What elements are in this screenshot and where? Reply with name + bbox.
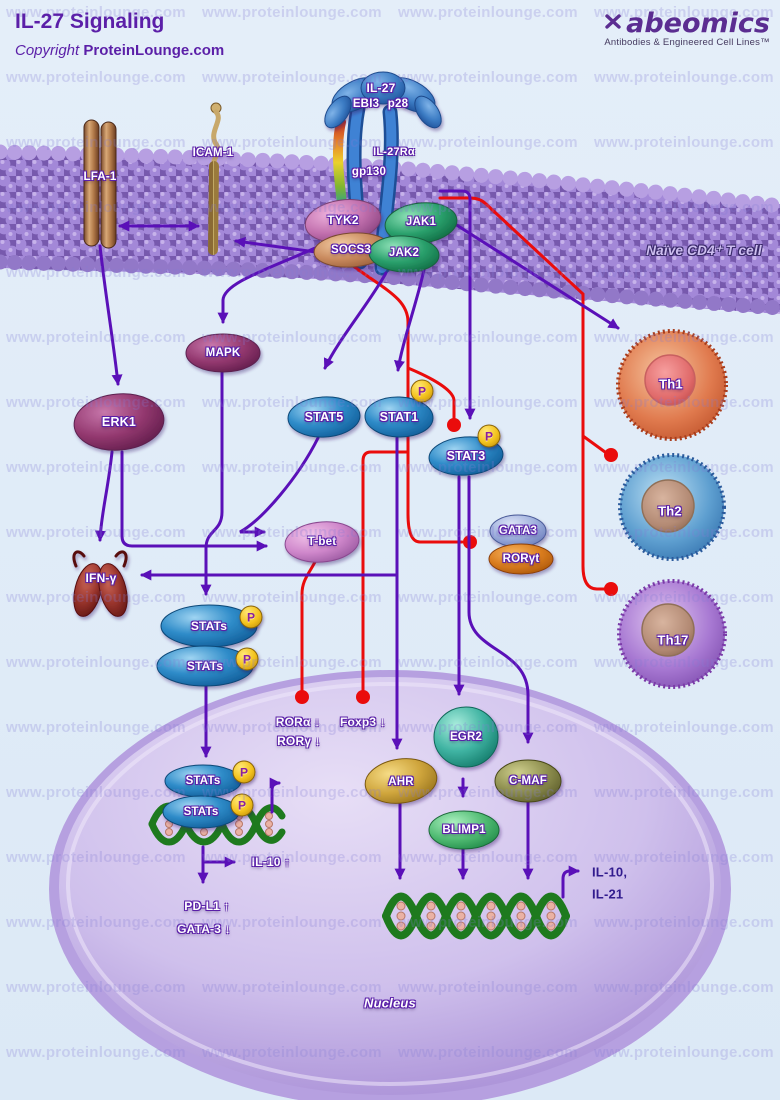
phospho-badge-stats2: P [235, 647, 259, 671]
inhibit-socs3-gata3 [350, 263, 464, 544]
arrow-dna-il10-il21 [561, 865, 580, 899]
copyright-site: ProteinLounge.com [83, 42, 225, 59]
arrow-lfa1-erk1 [98, 244, 123, 386]
th2-cell [618, 453, 726, 561]
il10-up-label: IL-10 ↑ [251, 855, 291, 869]
inhibit-th17 [438, 196, 607, 591]
th1-cell [616, 329, 728, 441]
lfa1-shape [83, 119, 117, 249]
th17-label: Th17 [657, 632, 689, 648]
il27ra-label: IL-27Rα [373, 146, 415, 158]
erk1-blob [73, 393, 165, 451]
rorgt-blob [488, 543, 554, 575]
arrow-receptor-stat3 [438, 189, 476, 420]
inhibit-rora [300, 558, 318, 692]
gata3-label: GATA3 [498, 525, 538, 537]
gata3-down-label: GATA-3 ↓ [177, 922, 231, 936]
ifng-label: IFN-γ [85, 571, 117, 585]
rorg-down-label: RORγ ↓ [277, 734, 321, 748]
copyright-line: Copyright ProteinLounge.com [15, 42, 224, 59]
th17-cell [617, 579, 727, 689]
arrow-stat3-cmaf [467, 475, 534, 744]
il27-label: IL-27 [366, 81, 396, 95]
stats-label-2: STATs [186, 659, 224, 673]
abeomics-wordmark: abeomics [626, 8, 770, 39]
tbet-blob [284, 521, 360, 563]
phospho-badge-nuc1: P [232, 760, 256, 784]
phospho-badge-stat3: P [477, 424, 501, 448]
ebi3-label: EBI3 [352, 98, 380, 110]
page-title: IL-27 Signaling [15, 10, 165, 33]
icam1-label: ICAM-1 [192, 147, 234, 159]
phospho-badge-stats1: P [239, 605, 263, 629]
p28-label: p28 [387, 98, 409, 110]
cmaf-blob [494, 759, 562, 803]
inhibit-foxp3 [361, 450, 410, 692]
dna-right [382, 892, 570, 940]
tbet-label: T-bet [307, 536, 337, 548]
activation-arrows [94, 189, 620, 899]
arrow-tyk2-mapk [217, 242, 326, 324]
mapk-blob [185, 333, 261, 373]
icam1-shape [208, 102, 222, 255]
arrow-erk1-tbet [120, 450, 268, 552]
blimp1-blob [428, 810, 500, 850]
jak2-label: JAK2 [388, 247, 420, 259]
lfa1-label: LFA-1 [83, 171, 117, 183]
jak1-label: JAK1 [405, 216, 437, 228]
copyright-prefix: Copyright [15, 42, 80, 59]
inhibit-th2 [581, 434, 607, 454]
abeomics-tagline: Antibodies & Engineered Cell Lines™ [604, 37, 770, 48]
arrow-receptor-th1 [453, 222, 620, 330]
nucleus-label: Nucleus [364, 995, 416, 1011]
rorgt-label: RORγt [502, 553, 540, 565]
arrow-jak2-stat5 [323, 271, 388, 370]
ifng-blob [72, 550, 128, 617]
stat5-label: STAT5 [304, 410, 344, 424]
foxp3-down-label: Foxp3 ↓ [339, 715, 387, 729]
inhibition-lines [300, 196, 607, 692]
il21-out-label: IL-21 [592, 886, 624, 902]
phospho-badge-nuc2: P [230, 793, 254, 817]
stat1-blob [364, 396, 434, 438]
cmaf-label: C-MAF [508, 775, 548, 787]
jak2-blob [368, 235, 440, 273]
phospho-badge-stat1: P [410, 379, 434, 403]
arrow-mapk-stats [200, 371, 224, 596]
arrow-erk1-ifng [94, 450, 114, 542]
blimp1-label: BLIMP1 [442, 824, 486, 836]
gp130-label: gp130 [351, 166, 387, 178]
ahr-blob [364, 758, 438, 804]
nucleus [49, 670, 731, 1100]
rora-down-label: RORα ↓ [275, 715, 321, 729]
stats-nuc-label-1: STATs [185, 775, 221, 787]
abeomics-mark-icon [604, 12, 622, 35]
stat1-label: STAT1 [379, 410, 419, 424]
th1-label: Th1 [659, 376, 683, 392]
erk1-label: ERK1 [101, 415, 137, 429]
th2-label: Th2 [658, 503, 682, 519]
socs3-label: SOCS3 [331, 244, 371, 256]
ahr-label: AHR [388, 776, 414, 788]
arrow-stat5-tbet [239, 436, 320, 538]
stat3-label: STAT3 [446, 449, 486, 463]
egr2-label: EGR2 [449, 731, 483, 743]
il27-cytokine [324, 71, 442, 129]
egr2-blob [433, 706, 499, 768]
naive-cd4-label: Naïve CD4⁺ T cell [646, 243, 762, 258]
stats-nuc-label-2: STATs [183, 806, 219, 818]
tyk2-label: TYK2 [327, 213, 359, 227]
inhibit-socs3-stat3 [406, 366, 456, 420]
stats-label-1: STATs [190, 619, 228, 633]
il10-out-label: IL-10, [592, 864, 628, 880]
arrow-dna-out [269, 777, 281, 814]
mapk-label: MAPK [205, 347, 241, 359]
pdl1-up-label: PD-L1 ↑ [184, 899, 230, 913]
abeomics-logo: abeomics Antibodies & Engineered Cell Li… [604, 8, 770, 48]
stat5-blob [287, 396, 361, 438]
